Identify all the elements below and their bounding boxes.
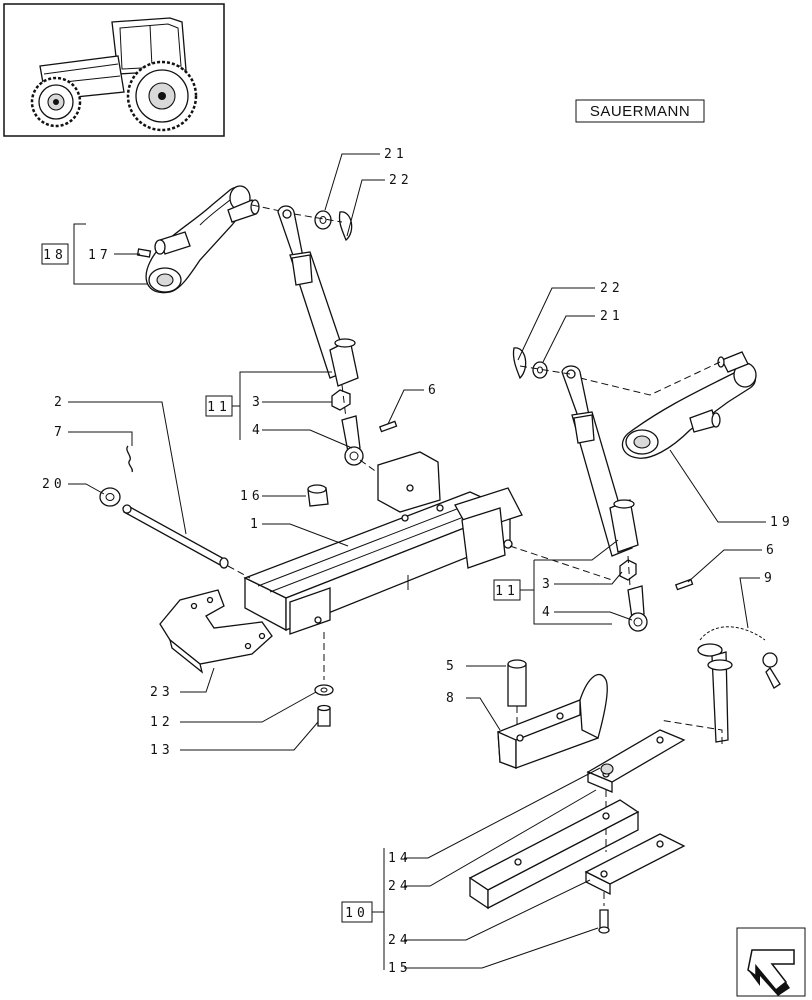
label-10: 10 [345,906,369,921]
callout-box-10 [341,901,373,923]
label-22-top: 22 [389,173,413,188]
label-4-right: 4 [542,605,554,620]
callout-box-18 [41,243,69,265]
label-9: 9 [764,571,776,586]
drawbar-block-24 [468,799,640,910]
washer-12 [314,684,334,696]
label-15: 15 [388,961,412,976]
brand-text: SAUERMANN [590,103,690,120]
label-4-left: 4 [252,423,264,438]
link-rod-left [277,205,359,387]
label-1: 1 [250,517,262,532]
bolt-13 [317,704,331,727]
next-page-arrow-icon[interactable] [736,927,806,997]
clip-22a [338,211,353,242]
washer-20 [99,487,121,507]
bolt-5 [507,659,527,707]
nut-3a [331,389,351,411]
label-12: 12 [150,715,174,730]
label-24-lower: 24 [388,933,412,948]
bolt-14 [600,763,614,775]
label-16: 16 [240,489,264,504]
label-11-left: 11 [207,400,231,415]
label-3-right: 3 [542,577,554,592]
drawbar-frame [243,451,523,635]
hitch-pin-9 [697,626,781,743]
callout-box-11a [205,395,233,417]
brand-label: SAUERMANN [575,99,705,123]
clip-7 [126,445,133,473]
hitch-hook-8 [497,674,608,769]
label-2: 2 [54,395,66,410]
label-5: 5 [446,659,458,674]
label-11-right: 11 [495,584,519,599]
long-pin-2 [122,504,229,569]
label-13: 13 [150,743,174,758]
pin-6b [674,578,694,591]
lift-arm-right [621,351,757,459]
label-19: 19 [770,515,794,530]
leader-lines [68,153,766,970]
bolt-15 [598,909,610,934]
drawbar-plate-top [586,729,686,793]
tractor-thumbnail [3,3,225,137]
label-8: 8 [446,691,458,706]
label-21-top: 21 [384,147,408,162]
label-24-upper: 24 [388,879,412,894]
drawbar-plate-bottom [584,833,686,896]
tractor-icon [30,17,198,132]
label-6-left: 6 [428,383,440,398]
eye-bolt-4b [627,585,648,632]
clip-22b [512,347,527,380]
link-rod-right [561,365,639,557]
label-21-right: 21 [600,309,624,324]
pin-6a [378,420,398,433]
label-22-right: 22 [600,281,624,296]
label-14: 14 [388,851,412,866]
label-20: 20 [42,477,66,492]
label-18: 18 [43,248,67,263]
callout-labels: 21 22 18 17 22 21 11 3 4 6 2 7 20 16 1 1… [42,147,794,976]
plate-23 [159,589,273,674]
callout-box-11b [493,579,521,601]
cap-16 [307,484,329,507]
eye-bolt-4a [341,415,364,466]
label-7: 7 [54,425,66,440]
label-23: 23 [150,685,174,700]
label-3-left: 3 [252,395,264,410]
lift-arm-left [136,185,260,294]
label-17: 17 [88,248,112,263]
label-6-right: 6 [766,543,778,558]
